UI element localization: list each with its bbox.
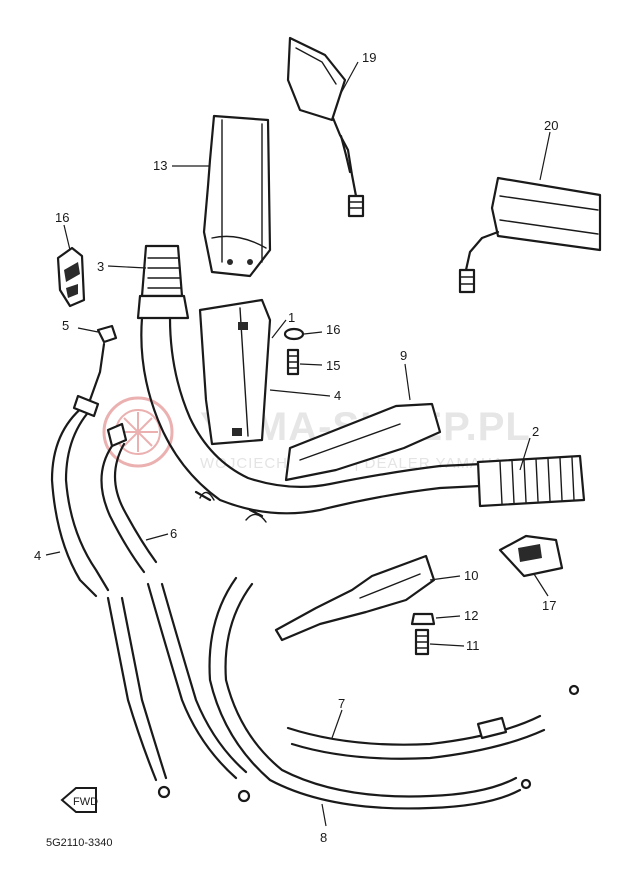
- label-20: 20: [544, 118, 558, 133]
- holder-16: [56, 246, 86, 308]
- grip-2: [476, 454, 586, 508]
- fwd-text: FWD: [73, 796, 98, 808]
- bracket-4-upper: [198, 298, 272, 446]
- cable-8: [208, 576, 532, 810]
- label-16-right: 16: [326, 322, 340, 337]
- cable-6: [100, 422, 158, 574]
- washer-16: [283, 327, 305, 341]
- diagram-code: 5G2110-3340: [46, 837, 112, 849]
- cable-7: [286, 684, 580, 760]
- cable-lower-left: [106, 582, 251, 803]
- label-15: 15: [326, 358, 340, 373]
- label-12: 12: [464, 608, 478, 623]
- label-19: 19: [362, 50, 376, 65]
- bolt-15: [286, 348, 300, 376]
- label-6: 6: [170, 526, 177, 541]
- cable-4: [50, 342, 110, 598]
- leader-lines: [45, 61, 551, 827]
- part-labels: 19 20 13 16 3 1 16 15 4 9 5 2 4 6 10 12 …: [34, 50, 558, 845]
- label-8: 8: [320, 830, 327, 845]
- cover-13: [202, 114, 272, 278]
- label-13: 13: [153, 158, 167, 173]
- guard-9: [284, 402, 442, 482]
- mirror-19: [286, 36, 365, 218]
- grip-3: [136, 244, 190, 320]
- label-3: 3: [97, 259, 104, 274]
- clip-5: [96, 324, 118, 344]
- lever-10: [274, 554, 436, 642]
- label-4-upper: 4: [334, 388, 341, 403]
- fwd-badge: FWD: [60, 787, 98, 813]
- label-11: 11: [466, 638, 480, 653]
- label-2: 2: [532, 424, 539, 439]
- label-4-lower: 4: [34, 548, 41, 563]
- label-17: 17: [542, 598, 556, 613]
- holder-17: [498, 534, 564, 578]
- label-5: 5: [62, 318, 69, 333]
- nut-12: [410, 612, 436, 626]
- label-1: 1: [288, 310, 295, 325]
- mirror-20: [458, 176, 602, 294]
- label-9: 9: [400, 348, 407, 363]
- label-10: 10: [464, 568, 478, 583]
- handlebar-1: [140, 316, 484, 523]
- label-16-left: 16: [55, 210, 69, 225]
- label-7: 7: [338, 696, 345, 711]
- bolt-11: [414, 628, 430, 656]
- watermark-logo: [102, 396, 174, 468]
